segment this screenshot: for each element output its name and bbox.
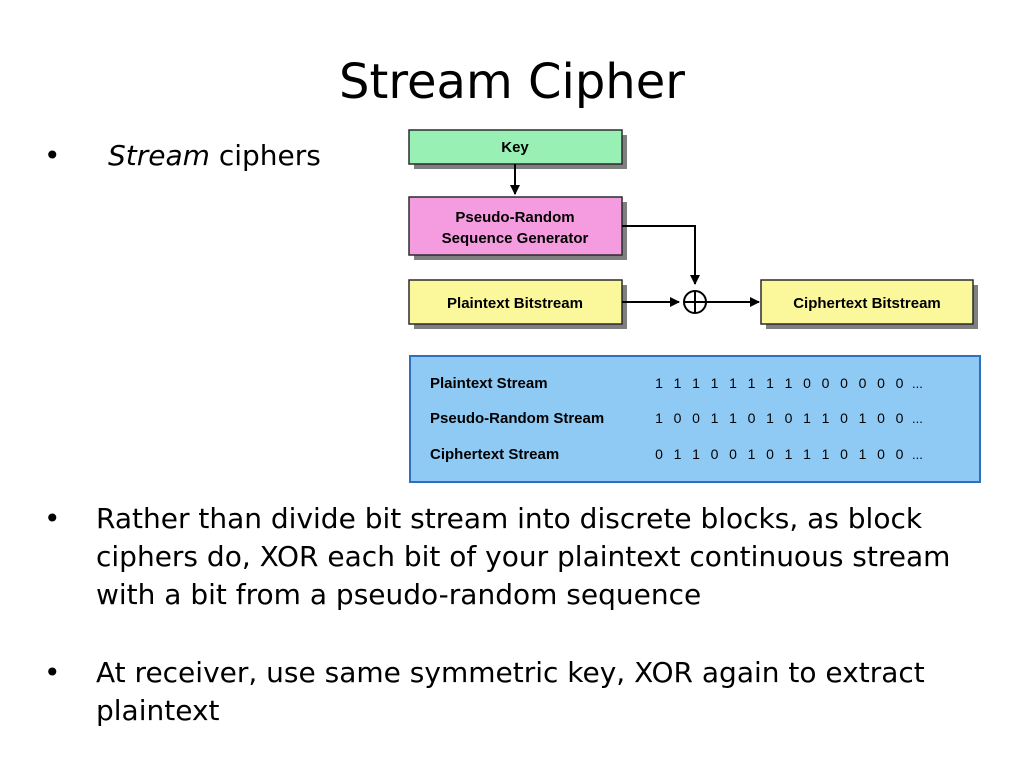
stream-bit: 1 [655, 410, 663, 426]
stream-bit: 1 [655, 375, 663, 391]
stream-bit: 0 [877, 375, 885, 391]
stream-bit: 0 [896, 410, 904, 426]
bullet-3: At receiver, use same symmetric key, XOR… [96, 656, 925, 727]
stream-bit: 1 [729, 375, 737, 391]
generator-label-line1: Pseudo-Random [455, 209, 574, 226]
stream-bit: 0 [840, 446, 848, 462]
ciphertext-box: Ciphertext Bitstream [760, 279, 978, 329]
bullet-1-rest: ciphers [209, 139, 321, 172]
stream-bit: 1 [711, 410, 719, 426]
stream-ellipsis: ... [912, 447, 923, 462]
stream-bit: 1 [729, 410, 737, 426]
stream-bit: 0 [748, 410, 756, 426]
stream-bit: 0 [729, 446, 737, 462]
plaintext-box-fill [408, 279, 623, 325]
stream-bit: 0 [692, 410, 700, 426]
stream-bit: 1 [711, 375, 719, 391]
stream-row-label: Pseudo-Random Stream [430, 410, 604, 427]
stream-bit: 0 [896, 446, 904, 462]
generator-box: Pseudo-Random Sequence Generator [408, 196, 627, 260]
stream-bit: 0 [803, 375, 811, 391]
stream-bit: 1 [785, 446, 793, 462]
stream-table-background [409, 355, 981, 483]
bullet-1: Stream ciphers [108, 137, 321, 175]
stream-bit: 1 [674, 375, 682, 391]
stream-row-label: Ciphertext Stream [430, 446, 559, 463]
stream-bit: 1 [748, 446, 756, 462]
stream-bit: 1 [803, 446, 811, 462]
stream-bit: 0 [877, 446, 885, 462]
stream-cipher-diagram: Key Pseudo-Random Sequence Generator Pla… [393, 112, 1003, 492]
stream-bit: 0 [896, 375, 904, 391]
generator-to-xor-arrow [622, 225, 700, 285]
xor-operator-icon [683, 290, 707, 314]
stream-bit: 1 [785, 375, 793, 391]
stream-bit: 0 [822, 375, 830, 391]
stream-bit: 0 [766, 446, 774, 462]
stream-ellipsis: ... [912, 411, 923, 426]
stream-bit: 0 [859, 375, 867, 391]
stream-bit: 1 [766, 410, 774, 426]
ciphertext-label: Ciphertext Bitstream [793, 295, 941, 312]
stream-bit: 1 [748, 375, 756, 391]
generator-box-fill [408, 196, 623, 256]
key-label: Key [501, 139, 529, 156]
stream-bit: 1 [822, 410, 830, 426]
stream-bit: 0 [655, 446, 663, 462]
key-box: Key [408, 129, 627, 169]
stream-row-label: Plaintext Stream [430, 375, 548, 392]
stream-bit: 1 [692, 375, 700, 391]
bullet-2: Rather than divide bit stream into discr… [96, 502, 951, 611]
stream-bit: 1 [822, 446, 830, 462]
plaintext-box: Plaintext Bitstream [408, 279, 627, 329]
stream-bit: 1 [674, 446, 682, 462]
stream-bit: 0 [674, 410, 682, 426]
bullet-marker: • [44, 502, 61, 535]
stream-bit: 0 [840, 410, 848, 426]
stream-bit: 0 [785, 410, 793, 426]
stream-bit: 1 [766, 375, 774, 391]
stream-bit: 1 [859, 410, 867, 426]
plaintext-label: Plaintext Bitstream [447, 295, 583, 312]
stream-bit: 0 [711, 446, 719, 462]
ciphertext-box-fill [760, 279, 974, 325]
stream-bit: 1 [803, 410, 811, 426]
slide-title: Stream Cipher [339, 54, 685, 110]
bullet-1-italic: Stream [108, 139, 210, 172]
stream-ellipsis: ... [912, 376, 923, 391]
bullet-marker: • [44, 656, 61, 689]
stream-bit: 0 [840, 375, 848, 391]
bullet-marker: • [44, 139, 61, 172]
stream-bit: 0 [877, 410, 885, 426]
stream-bit: 1 [692, 446, 700, 462]
generator-label-line2: Sequence Generator [442, 230, 589, 247]
stream-bit: 1 [859, 446, 867, 462]
